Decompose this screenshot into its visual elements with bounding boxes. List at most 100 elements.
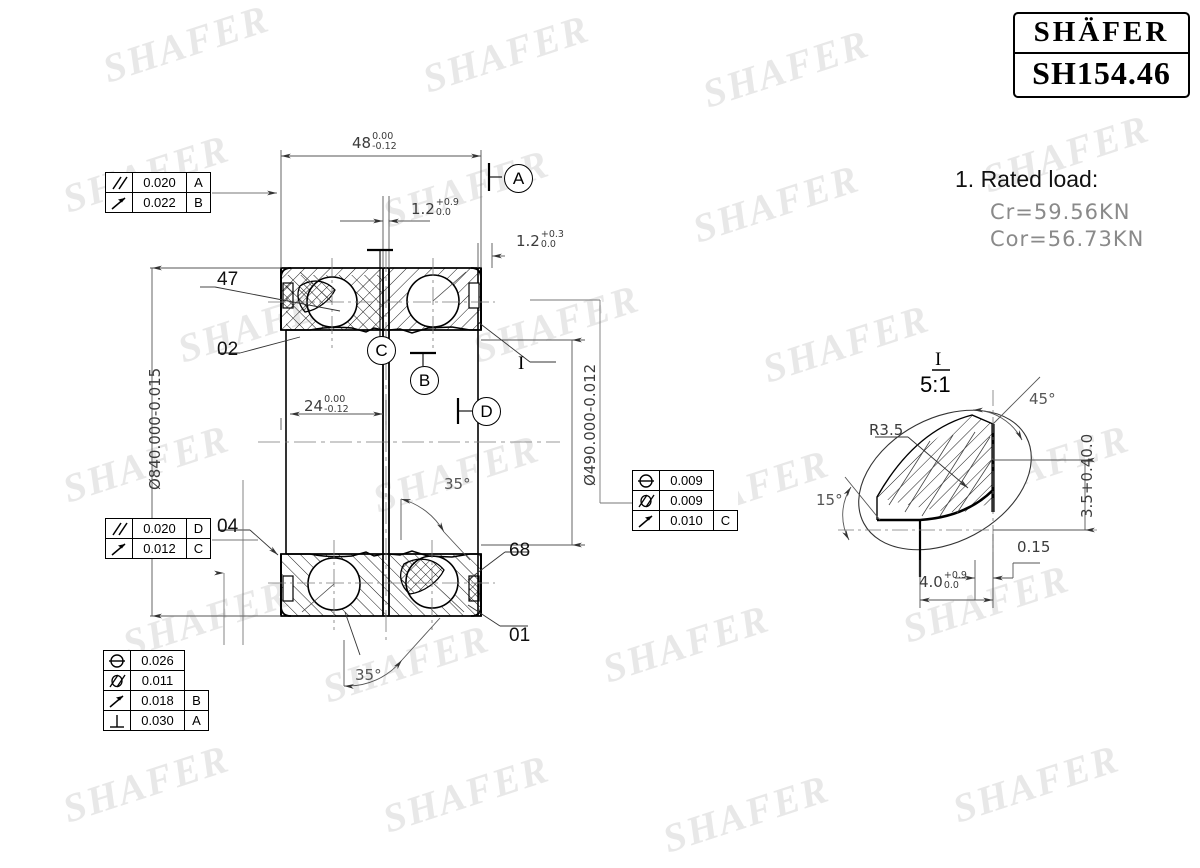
dimension-upper: +0.4 bbox=[1078, 457, 1096, 495]
part-number-cage: 01 bbox=[509, 625, 531, 646]
dimension-nominal: 3.5 bbox=[1078, 494, 1096, 518]
dimension-nominal: 24 bbox=[304, 397, 324, 416]
dimension-nominal: 4.0 bbox=[919, 573, 943, 592]
dimension-upper: +0.9 bbox=[943, 570, 967, 581]
datum-ref: A bbox=[184, 710, 209, 731]
tolerance-row: 0.020 D bbox=[105, 518, 211, 539]
tolerance-value: 0.010 bbox=[659, 510, 714, 531]
dimension-upper: +0.9 bbox=[435, 197, 459, 208]
runout-icon bbox=[105, 538, 133, 559]
parallelism-icon bbox=[105, 518, 133, 539]
datum-a: A bbox=[504, 164, 533, 193]
tolerance-row: 0.022 B bbox=[105, 192, 211, 213]
detail-angle-45: 45° bbox=[1029, 390, 1056, 408]
runout-icon bbox=[103, 690, 131, 711]
part-number-ball: 68 bbox=[509, 540, 531, 561]
tolerance-value: 0.012 bbox=[132, 538, 187, 559]
dimension-lower: -0.015 bbox=[146, 367, 164, 417]
top-left-tolerance-frame: 0.020 A 0.022 B bbox=[105, 172, 211, 213]
no-datum bbox=[185, 671, 209, 691]
dynamic-load-value: Cr=59.56KN bbox=[990, 200, 1131, 224]
tolerance-row: 0.030 A bbox=[103, 710, 209, 731]
detail-view-scale: 5:1 bbox=[920, 372, 951, 397]
dimension-lower: -0.12 bbox=[372, 140, 397, 152]
brand-logo-box: SHÄFER SH154.46 bbox=[1013, 12, 1190, 98]
datum-b: B bbox=[410, 366, 439, 395]
perpendicularity-icon bbox=[103, 710, 131, 731]
datum-ref: C bbox=[186, 538, 211, 559]
dimension-lower: 0.0 bbox=[435, 206, 451, 218]
dimension-nominal: Ø84 bbox=[146, 459, 164, 490]
dimension-upper: +0.3 bbox=[540, 229, 564, 240]
section-marker-main: I bbox=[518, 353, 525, 374]
dimension-inner-diameter: Ø490.000-0.012 bbox=[581, 364, 599, 486]
dimension-nominal: Ø49 bbox=[581, 455, 599, 486]
tolerance-row: 0.011 bbox=[103, 670, 209, 691]
dimension-lower: 0.0 bbox=[1078, 433, 1096, 458]
circularity-icon bbox=[103, 650, 131, 671]
tolerance-row: 0.018 B bbox=[103, 690, 209, 711]
dimension-upper: 0.00 bbox=[372, 131, 394, 142]
tolerance-row: 0.012 C bbox=[105, 538, 211, 559]
detail-dimension-height: 3.5+0.40.0 bbox=[1078, 434, 1096, 518]
dimension-nominal: 1.2 bbox=[411, 200, 435, 219]
no-datum bbox=[185, 651, 209, 671]
tolerance-value: 0.030 bbox=[130, 710, 185, 731]
tolerance-value: 0.026 bbox=[130, 650, 185, 671]
dimension-lower: 0.0 bbox=[943, 579, 959, 591]
dimension-upper: 0.00 bbox=[324, 394, 346, 405]
contact-angle-bottom: 35° bbox=[355, 666, 382, 684]
circularity-icon bbox=[632, 470, 660, 491]
static-load-value: Cor=56.73KN bbox=[990, 227, 1145, 251]
tolerance-row: 0.020 A bbox=[105, 172, 211, 193]
runout-icon bbox=[632, 510, 660, 531]
datum-ref: B bbox=[186, 192, 211, 213]
tolerance-row: 0.010 C bbox=[632, 510, 738, 531]
dimension-upper: 0.000 bbox=[146, 416, 164, 460]
brand-name: SHÄFER bbox=[1015, 14, 1188, 54]
bottom-left-tolerance-frame: 0.026 0.011 0.018 B 0.030 A bbox=[103, 650, 209, 731]
dimension-outer-diameter: Ø840.000-0.015 bbox=[146, 368, 164, 490]
datum-c: C bbox=[367, 336, 396, 365]
part-code: SH154.46 bbox=[1032, 55, 1171, 91]
part-number-inner-ring: 04 bbox=[217, 516, 239, 537]
tolerance-value: 0.018 bbox=[130, 690, 185, 711]
part-number-seal-top: 47 bbox=[217, 269, 239, 290]
right-tolerance-frame: 0.009 0.009 0.010 C bbox=[632, 470, 738, 531]
datum-ref: D bbox=[186, 518, 211, 539]
cylindricity-icon bbox=[632, 490, 660, 511]
no-datum bbox=[714, 491, 738, 511]
datum-ref: A bbox=[186, 172, 211, 193]
tolerance-value: 0.022 bbox=[132, 192, 187, 213]
detail-offset: 0.15 bbox=[1017, 538, 1051, 556]
cylindricity-icon bbox=[103, 670, 131, 691]
part-number-outer-ring: 02 bbox=[217, 339, 239, 360]
tolerance-row: 0.009 bbox=[632, 470, 738, 491]
rated-load-title: 1. Rated load: bbox=[955, 166, 1099, 192]
dimension-lower: 0.0 bbox=[540, 238, 556, 250]
detail-view-marker: I bbox=[935, 349, 942, 370]
tolerance-value: 0.020 bbox=[132, 518, 187, 539]
no-datum bbox=[714, 471, 738, 491]
tolerance-value: 0.009 bbox=[659, 470, 714, 491]
datum-ref: B bbox=[184, 690, 209, 711]
dimension-nominal: 48 bbox=[352, 134, 372, 153]
runout-icon bbox=[105, 192, 133, 213]
tolerance-value: 0.011 bbox=[130, 670, 185, 691]
dimension-lower: -0.012 bbox=[581, 363, 599, 413]
dimension-lower: -0.12 bbox=[324, 403, 349, 415]
contact-angle-top: 35° bbox=[444, 475, 471, 493]
tolerance-row: 0.009 bbox=[632, 490, 738, 511]
mid-left-tolerance-frame: 0.020 D 0.012 C bbox=[105, 518, 211, 559]
detail-angle-15: 15° bbox=[816, 491, 843, 509]
dimension-nominal: 1.2 bbox=[516, 232, 540, 251]
detail-radius: R3.5 bbox=[869, 421, 904, 439]
tolerance-value: 0.020 bbox=[132, 172, 187, 193]
